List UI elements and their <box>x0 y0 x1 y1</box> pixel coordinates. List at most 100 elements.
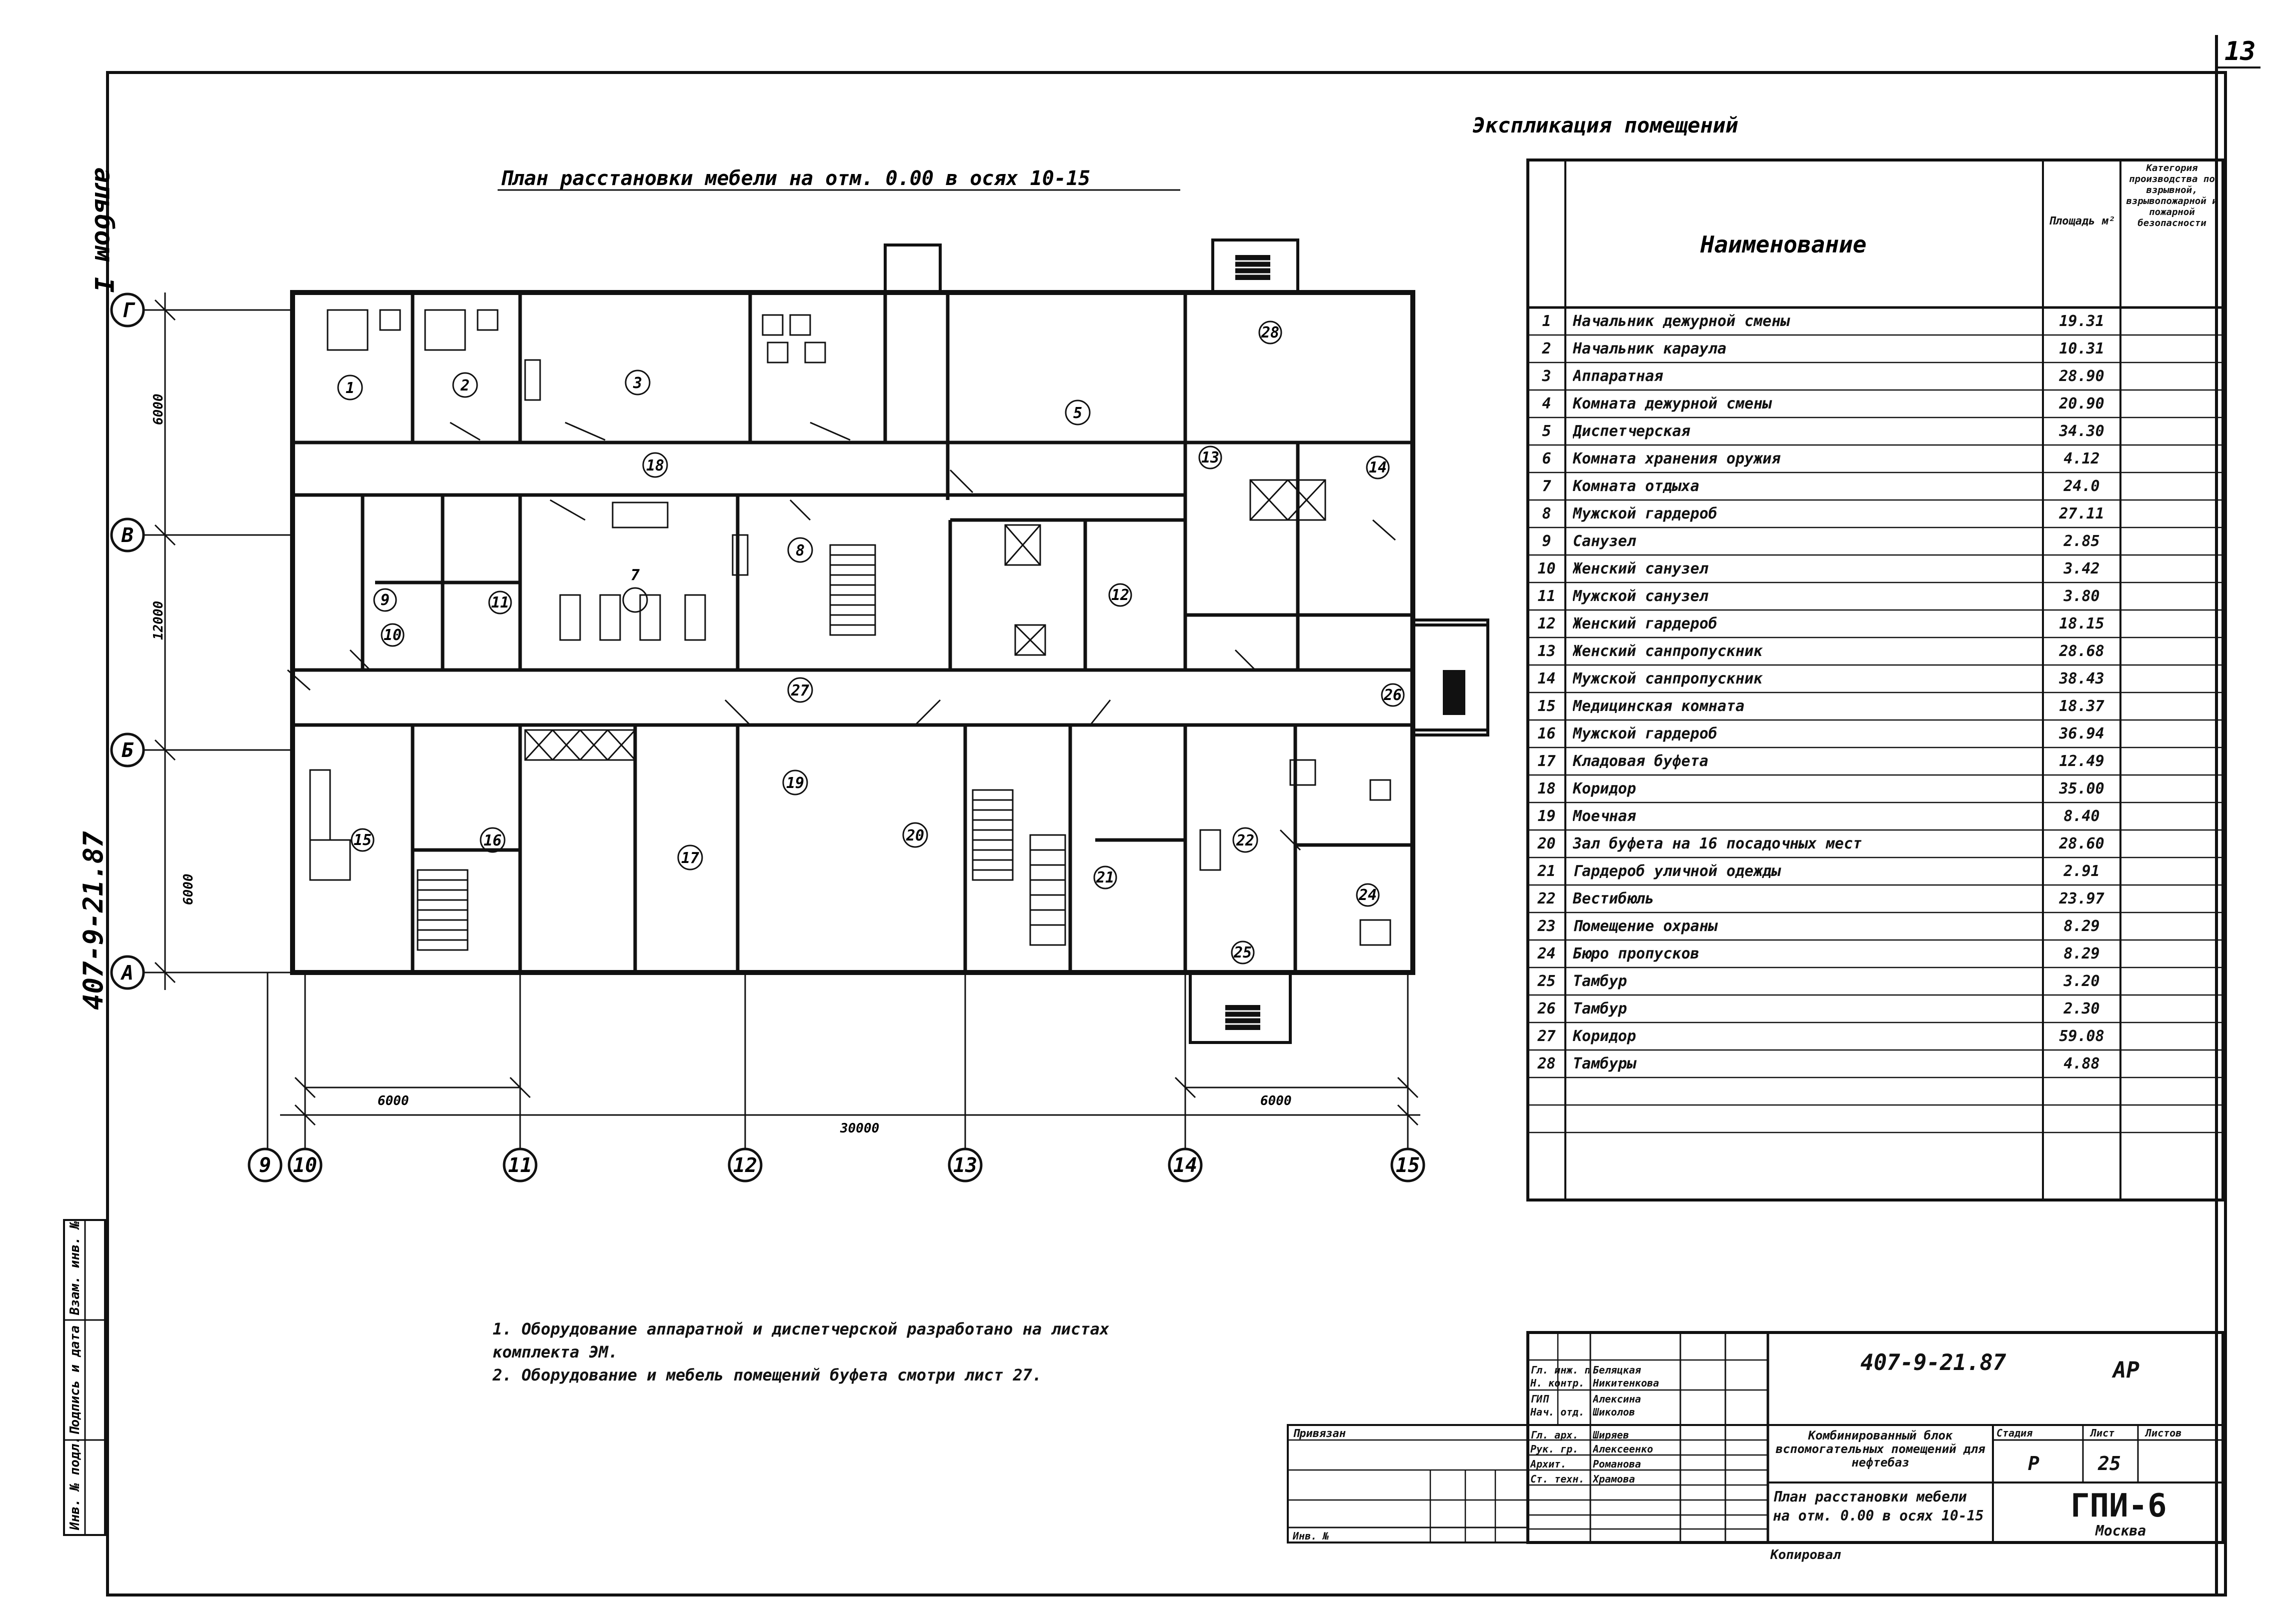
row-name: Аппаратная <box>1573 368 1663 385</box>
row-area: 19.31 <box>2059 312 2104 330</box>
room-9: 9 <box>381 592 390 609</box>
row-name: Бюро пропусков <box>1573 945 1699 962</box>
row-name: Комната дежурной смены <box>1573 395 1772 412</box>
row-name: Начальник караула <box>1573 340 1727 358</box>
row-name: Мужской санпропускник <box>1573 670 1763 688</box>
axis-13: 13 <box>953 1154 977 1177</box>
stamp-code: 407-9-21.87 <box>1860 1350 2006 1376</box>
row-number: 12 <box>1537 615 1556 632</box>
header-name: Наименование <box>1700 231 1866 258</box>
room-26: 26 <box>1383 686 1402 704</box>
sheet-frame <box>106 71 2227 1596</box>
row-name: Коридор <box>1573 1028 1636 1045</box>
row-area: 38.43 <box>2059 670 2104 688</box>
row-area: 36.94 <box>2059 725 2104 742</box>
row-name: Вестибюль <box>1573 890 1654 908</box>
room-14: 14 <box>1369 459 1387 476</box>
stamp-person-name: Романова <box>1593 1458 1641 1470</box>
room-22: 22 <box>1236 832 1254 850</box>
room-15: 15 <box>354 832 372 849</box>
stamp-person-name: Никитенкова <box>1593 1377 1659 1389</box>
stamp-role: Гл. арх. <box>1530 1429 1579 1441</box>
side-stamp-replace: Взам. инв. № <box>68 1221 83 1316</box>
row-area: 27.11 <box>2059 505 2104 522</box>
axis-9: 9 <box>259 1154 271 1177</box>
row-number: 11 <box>1537 588 1556 605</box>
row-number: 5 <box>1542 422 1551 440</box>
room-8: 8 <box>796 542 805 560</box>
axis-A: А <box>120 962 134 984</box>
dim-left-bottom: 6000 <box>181 874 196 905</box>
note-1: 1. Оборудование аппаратной и диспетчерск… <box>493 1320 1109 1362</box>
shafts <box>524 479 1326 761</box>
room-20: 20 <box>906 827 924 844</box>
row-name: Комната отдыха <box>1573 478 1699 495</box>
room-2: 2 <box>460 377 470 394</box>
side-stamp-inv: Инв. № подл. <box>68 1436 83 1530</box>
side-stamp-sign: Подпись и дата <box>68 1326 83 1435</box>
room-25: 25 <box>1233 944 1252 962</box>
stamp-stage: Р <box>2028 1452 2039 1474</box>
row-number: 27 <box>1537 1028 1556 1045</box>
dim-bottom-total: 30000 <box>840 1121 879 1136</box>
explication-table: Экспликация помещений Наименование Площа… <box>1472 113 2224 1202</box>
stamp-org: ГПИ-6 <box>2070 1488 2167 1524</box>
stamp-role: Нач. отд. <box>1530 1406 1585 1418</box>
row-area: 24.0 <box>2063 478 2100 495</box>
row-name: Помещение охраны <box>1573 918 1717 935</box>
room-18: 18 <box>646 457 664 474</box>
row-area: 10.31 <box>2059 340 2104 358</box>
explication-title: Экспликация помещений <box>1472 113 1738 138</box>
room-7: 7 <box>631 566 640 584</box>
room-27: 27 <box>791 682 809 700</box>
row-name: Моечная <box>1573 808 1636 825</box>
room-19: 19 <box>786 774 804 792</box>
axis-G: Г <box>122 299 136 322</box>
row-area: 20.90 <box>2059 395 2104 412</box>
room-17: 17 <box>681 850 699 867</box>
row-area: 35.00 <box>2059 780 2104 798</box>
stamp-city: Москва <box>2095 1522 2146 1539</box>
room-12: 12 <box>1111 586 1129 604</box>
stamp-role: ГИП <box>1530 1393 1549 1405</box>
dim-bottom-left: 6000 <box>378 1094 409 1108</box>
row-area: 3.42 <box>2063 560 2100 578</box>
row-area: 3.80 <box>2063 588 2100 605</box>
axis-V: В <box>121 524 134 547</box>
row-number: 15 <box>1537 698 1556 715</box>
room-13: 13 <box>1201 449 1219 466</box>
row-name: Мужской санузел <box>1573 588 1708 605</box>
row-name: Коридор <box>1573 780 1636 798</box>
notes: 1. Оборудование аппаратной и диспетчерск… <box>493 1318 1203 1386</box>
row-name: Диспетчерская <box>1573 422 1690 440</box>
stamp-person-name: Ширяев <box>1593 1429 1629 1441</box>
room-24: 24 <box>1358 886 1377 904</box>
row-area: 28.90 <box>2059 368 2104 385</box>
stamp-person-name: Алексина <box>1593 1393 1641 1405</box>
row-name: Тамбуры <box>1573 1055 1636 1072</box>
row-area: 3.20 <box>2063 972 2100 990</box>
row-number: 20 <box>1537 835 1556 852</box>
row-area: 28.68 <box>2059 642 2104 660</box>
row-number: 19 <box>1537 808 1556 825</box>
album-label: альбом I <box>89 168 119 292</box>
row-area: 34.30 <box>2059 422 2104 440</box>
row-number: 22 <box>1537 890 1556 908</box>
axis-14: 14 <box>1173 1154 1197 1177</box>
row-number: 14 <box>1537 670 1556 688</box>
floor-plan: План расстановки мебели на отм. 0.00 в о… <box>110 167 1489 1182</box>
row-name: Комната хранения оружия <box>1573 450 1781 468</box>
row-number: 23 <box>1537 918 1556 935</box>
row-name: Гардероб уличной одежды <box>1573 862 1781 880</box>
row-number: 28 <box>1537 1055 1556 1072</box>
row-area: 8.29 <box>2063 945 2100 962</box>
row-number: 17 <box>1537 752 1556 770</box>
dim-left-mid: 12000 <box>151 601 166 640</box>
room-5: 5 <box>1073 404 1082 422</box>
stamp-sheet-label: Лист <box>2090 1427 2115 1439</box>
row-number: 1 <box>1542 312 1551 330</box>
row-area: 28.60 <box>2059 835 2104 852</box>
stamp-stage-label: Стадия <box>1996 1427 2033 1439</box>
